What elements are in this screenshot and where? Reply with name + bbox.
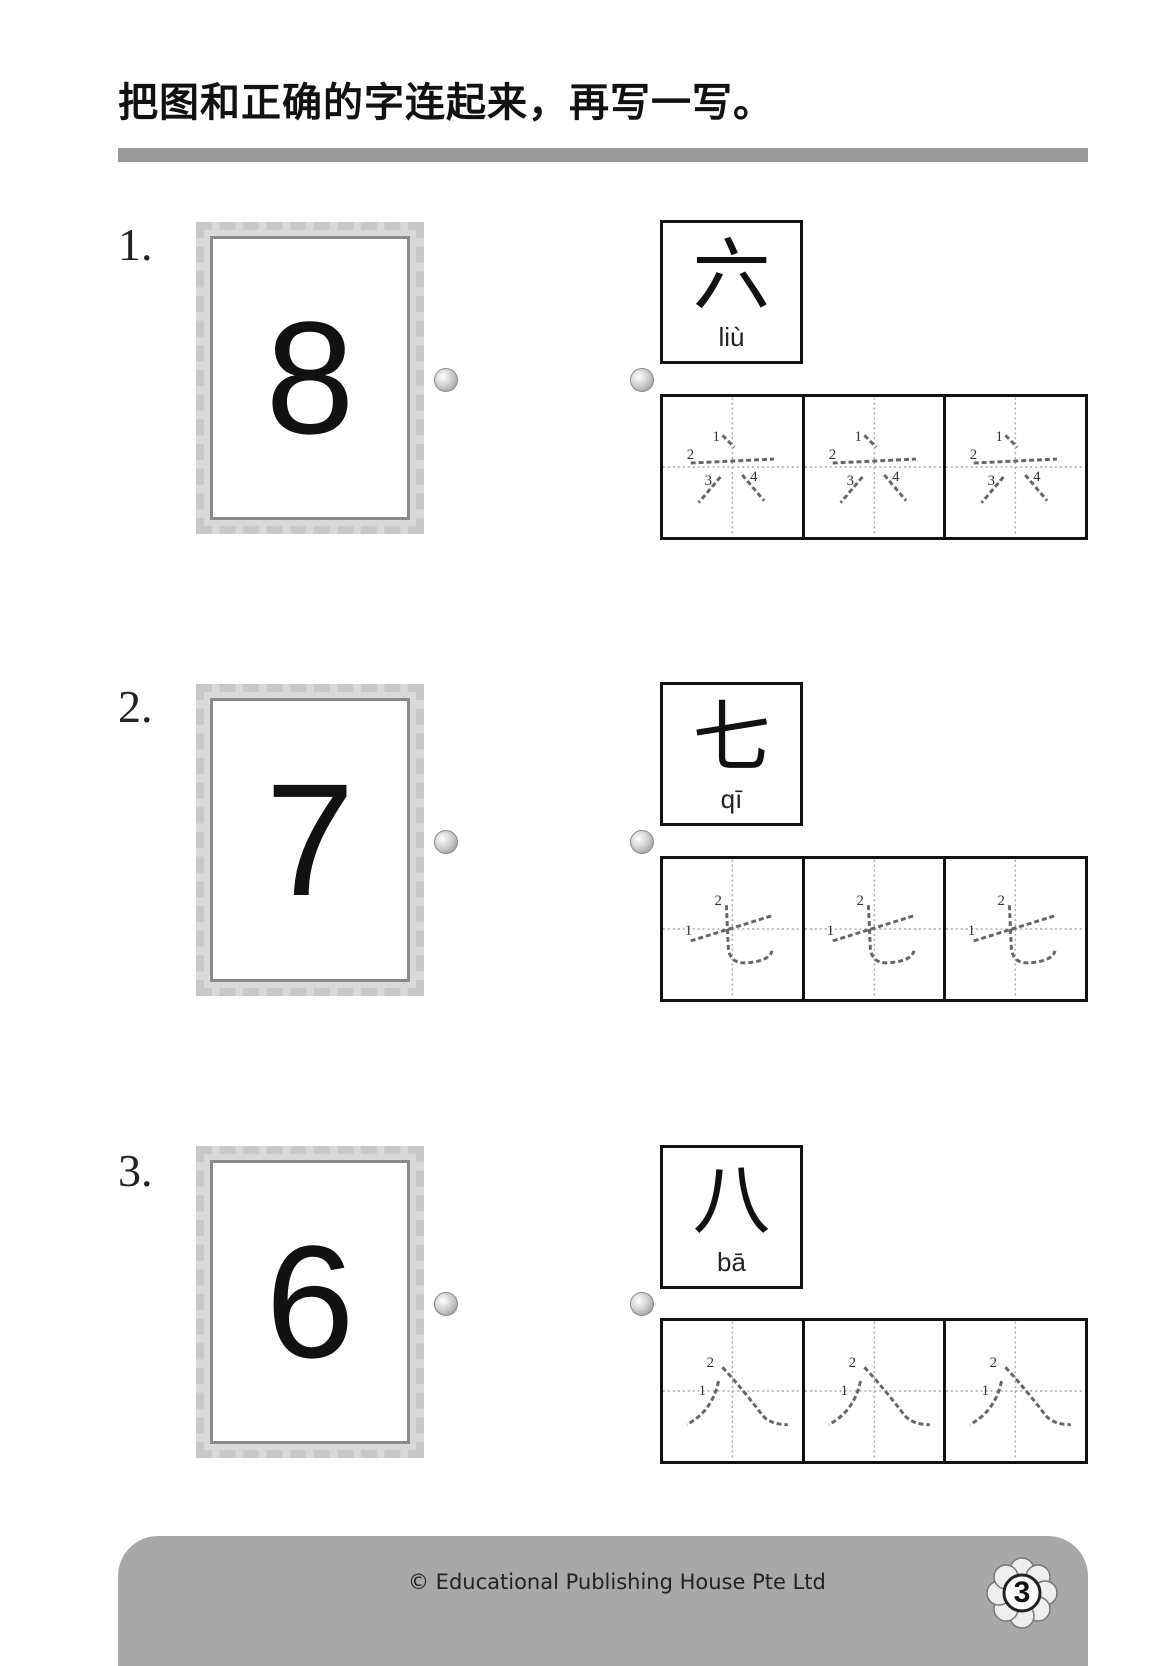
writing-grid: 2 1 2 1 2 1 (660, 1318, 1088, 1464)
item-number: 3. (118, 1145, 153, 1196)
svg-text:3: 3 (705, 473, 712, 489)
stroke-guide-ba: 2 1 (663, 1321, 802, 1461)
svg-text:1: 1 (685, 923, 692, 939)
writing-cell[interactable]: 2 1 (804, 1321, 947, 1461)
svg-text:2: 2 (998, 893, 1005, 909)
stroke-guide-qi: 2 1 (804, 859, 944, 999)
writing-cell[interactable]: 2 1 (804, 859, 947, 999)
digit: 8 (265, 288, 355, 467)
item-number: 1. (118, 219, 153, 270)
stroke-guide-ba: 2 1 (804, 1321, 944, 1461)
stroke-guide-qi: 2 1 (946, 859, 1086, 999)
writing-grid: 1 2 3 4 1 2 3 4 1 2 3 (660, 394, 1088, 540)
svg-text:4: 4 (1034, 469, 1042, 485)
pinyin: bā (717, 1247, 746, 1277)
writing-grid: 2 1 2 1 2 1 (660, 856, 1088, 1002)
picture-card: 8 (196, 222, 424, 534)
hanzi: 七 (692, 693, 771, 783)
picture-card: 6 (196, 1146, 424, 1458)
svg-text:2: 2 (856, 893, 863, 909)
hanzi: 六 (692, 231, 771, 321)
svg-text:3: 3 (846, 473, 853, 489)
svg-text:2: 2 (707, 1355, 714, 1371)
connect-dot-right[interactable] (630, 830, 654, 854)
writing-cell[interactable]: 1 2 3 4 (663, 397, 805, 537)
svg-text:2: 2 (848, 1355, 855, 1371)
copyright-text: © Educational Publishing House Pte Ltd (408, 1570, 826, 1594)
writing-cell[interactable]: 2 1 (663, 859, 805, 999)
character-card: 六 liù (660, 220, 803, 364)
stroke-guide-qi: 2 1 (663, 859, 802, 999)
svg-text:2: 2 (687, 447, 694, 463)
svg-text:1: 1 (826, 923, 833, 939)
writing-cell[interactable]: 2 1 (946, 1321, 1086, 1461)
footer-band (118, 1536, 1088, 1666)
svg-text:1: 1 (996, 429, 1003, 445)
svg-text:2: 2 (828, 447, 835, 463)
stroke-guide-liu: 1 2 3 4 (804, 397, 944, 537)
digit: 6 (265, 1212, 355, 1391)
picture-card: 7 (196, 684, 424, 996)
digit: 7 (265, 750, 355, 929)
flower-badge-icon (986, 1557, 1058, 1629)
writing-cell[interactable]: 1 2 3 4 (804, 397, 947, 537)
svg-text:4: 4 (892, 469, 900, 485)
writing-cell[interactable]: 2 1 (946, 859, 1086, 999)
connect-dot-left[interactable] (434, 368, 458, 392)
connect-dot-left[interactable] (434, 830, 458, 854)
title-divider (118, 148, 1088, 162)
character-card: 八 bā (660, 1145, 803, 1289)
svg-text:2: 2 (715, 893, 722, 909)
instruction-title: 把图和正确的字连起来，再写一写。 (118, 80, 774, 126)
svg-text:1: 1 (699, 1383, 706, 1399)
svg-text:1: 1 (854, 429, 861, 445)
svg-text:1: 1 (968, 923, 975, 939)
page-number: 3 (1013, 1576, 1031, 1609)
svg-text:1: 1 (713, 429, 720, 445)
stroke-guide-liu: 1 2 3 4 (946, 397, 1086, 537)
svg-text:1: 1 (982, 1383, 989, 1399)
writing-cell[interactable]: 1 2 3 4 (946, 397, 1086, 537)
writing-cell[interactable]: 2 1 (663, 1321, 805, 1461)
stroke-guide-liu: 1 2 3 4 (663, 397, 802, 537)
connect-dot-right[interactable] (630, 1292, 654, 1316)
connect-dot-left[interactable] (434, 1292, 458, 1316)
connect-dot-right[interactable] (630, 368, 654, 392)
hanzi: 八 (692, 1156, 771, 1246)
svg-text:2: 2 (970, 447, 977, 463)
pinyin: qī (720, 784, 743, 814)
svg-text:2: 2 (990, 1355, 997, 1371)
character-card: 七 qī (660, 682, 803, 826)
svg-text:3: 3 (988, 473, 995, 489)
stroke-guide-ba: 2 1 (946, 1321, 1086, 1461)
pinyin: liù (718, 322, 745, 352)
svg-text:4: 4 (750, 469, 758, 485)
svg-text:1: 1 (840, 1383, 847, 1399)
item-number: 2. (118, 681, 153, 732)
